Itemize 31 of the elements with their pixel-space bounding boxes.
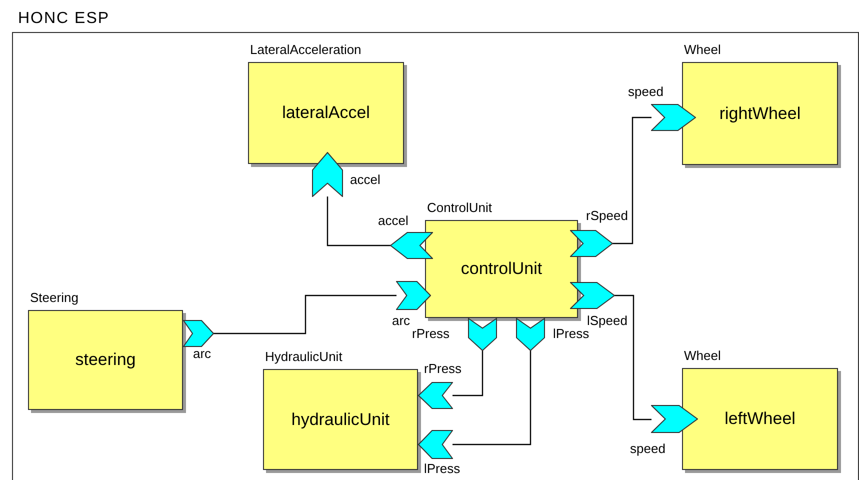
component-name: leftWheel bbox=[724, 409, 796, 429]
port-label: arc bbox=[193, 346, 212, 361]
connector-line bbox=[452, 350, 532, 446]
port-label: rPress bbox=[412, 326, 450, 341]
connector-line bbox=[326, 196, 390, 246]
port-label: speed bbox=[628, 84, 664, 99]
component-name: hydraulicUnit bbox=[291, 410, 390, 430]
connector-line bbox=[214, 294, 396, 334]
port-label: arc bbox=[392, 313, 410, 328]
component-type-label: Wheel bbox=[684, 42, 721, 57]
component-name: rightWheel bbox=[719, 104, 801, 124]
component-type-label: Steering bbox=[30, 290, 78, 305]
connector-line bbox=[612, 116, 652, 244]
connector-line bbox=[452, 350, 484, 396]
port-label: accel bbox=[350, 172, 380, 187]
port-label: lPress bbox=[424, 461, 460, 476]
component-name: steering bbox=[75, 350, 136, 370]
frame-label: HONC ESP bbox=[18, 10, 110, 28]
port-label: rSpeed bbox=[586, 208, 628, 223]
port-label: accel bbox=[378, 213, 408, 228]
component-type-label: LateralAcceleration bbox=[250, 42, 362, 57]
component-type-label: Wheel bbox=[684, 348, 721, 363]
component-type-label: ControlUnit bbox=[427, 200, 492, 215]
component-name: lateralAccel bbox=[282, 103, 370, 123]
port-label: lSpeed bbox=[587, 313, 628, 328]
connector-line bbox=[614, 294, 652, 420]
component-type-label: HydraulicUnit bbox=[265, 349, 342, 364]
port-label: lPress bbox=[553, 326, 590, 341]
port-label: speed bbox=[630, 441, 666, 456]
component-name: controlUnit bbox=[460, 259, 542, 279]
port-label: rPress bbox=[424, 361, 462, 376]
